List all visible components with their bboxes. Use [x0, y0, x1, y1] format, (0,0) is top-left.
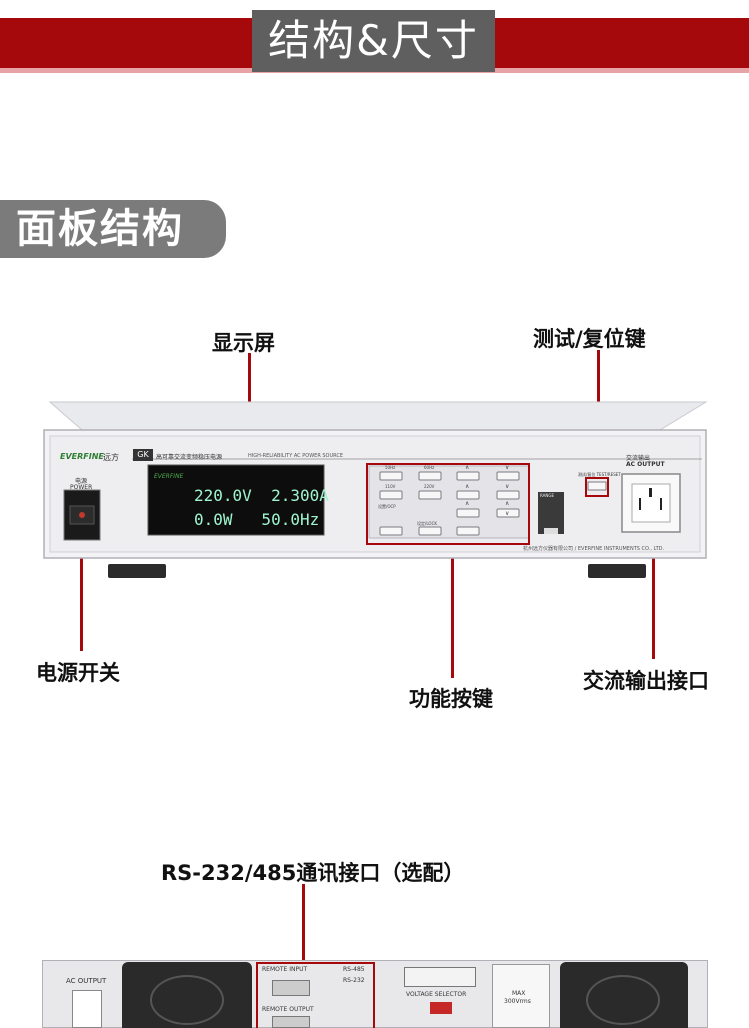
- key-label-60hz: 60Hz: [424, 465, 435, 470]
- key-label-down-1: ∨: [505, 464, 510, 471]
- highlight-rs-interface: [256, 962, 375, 1028]
- device-product-en: HIGH-RELIABILITY AC POWER SOURCE: [248, 453, 344, 459]
- key-label-110v: 110V: [385, 484, 396, 489]
- rear-max-label: MAX: [512, 990, 526, 997]
- rear-ac-output-label: AC OUTPUT: [66, 977, 107, 985]
- rear-remote-input: REMOTE INPUT: [262, 966, 308, 973]
- device-test-reset-label: 测试/复位 TEST/RESET: [578, 472, 621, 477]
- label-power-switch: 电源开关: [36, 661, 120, 685]
- fan-grille-icon: [150, 975, 224, 1025]
- display-reading-top: 220.0V 2.300A: [194, 486, 329, 505]
- key-label-down-3: ∨: [505, 510, 510, 517]
- label-rs-interface: RS-232/485通讯接口（选配）: [161, 861, 465, 885]
- key-label-set-lock: 设定/LOCK: [417, 521, 437, 526]
- label-display: 显示屏: [212, 331, 275, 355]
- device-brand-cn: 远方: [103, 453, 119, 462]
- label-test-reset: 测试/复位键: [533, 327, 646, 351]
- device-brand: EVERFINE: [60, 452, 104, 461]
- section-title: 面板结构: [0, 200, 226, 258]
- leader-line-power: [80, 548, 83, 651]
- device-output-cn: 交流输出: [626, 455, 651, 462]
- device-power-cn: 电源: [75, 478, 88, 485]
- key-label-up-3: ∧: [465, 500, 470, 507]
- rear-voltage-selector-switch[interactable]: [430, 1002, 452, 1014]
- rear-rs485: RS-485: [343, 966, 365, 973]
- key-label-220v: 220V: [424, 484, 435, 489]
- front-panel-device: [42, 398, 708, 578]
- leader-line-ac-output: [652, 531, 655, 659]
- key-label-down-2: ∨: [505, 483, 510, 490]
- highlight-test-reset: [585, 477, 609, 497]
- device-footer: 杭州远方仪器有限公司 / EVERFINE INSTRUMENTS CO., L…: [523, 546, 665, 552]
- label-ac-output: 交流输出接口: [583, 669, 709, 693]
- device-output-en: AC OUTPUT: [626, 461, 665, 468]
- key-label-50hz: 50Hz: [385, 465, 396, 470]
- highlight-function-keys: [366, 463, 530, 545]
- fan-grille-icon: [586, 975, 660, 1025]
- device-product-cn: 高可靠交流变频稳压电源: [156, 454, 223, 461]
- key-label-up-1: ∧: [465, 464, 470, 471]
- device-model-badge: GK: [133, 449, 153, 461]
- rear-remote-output-port: [272, 1016, 310, 1028]
- rear-max-value: 300Vrms: [504, 998, 531, 1005]
- key-label-up-2: ∧: [465, 483, 470, 490]
- device-power-en: POWER: [70, 484, 93, 491]
- rear-remote-input-port: [272, 980, 310, 996]
- rear-remote-output: REMOTE OUTPUT: [262, 1006, 314, 1013]
- rear-ac-socket: [72, 990, 102, 1028]
- leader-line-rs: [302, 884, 305, 964]
- key-label-up-4: ∧: [505, 500, 510, 507]
- page-title: 结构&尺寸: [252, 10, 495, 72]
- key-label-set-ocp: 设置/OCP: [378, 504, 396, 509]
- rear-voltage-selector: VOLTAGE SELECTOR: [406, 991, 467, 998]
- rear-rs232: RS-232: [343, 977, 365, 984]
- display-reading-bottom: 0.0W 50.0Hz: [194, 510, 320, 529]
- display-brand: EVERFINE: [154, 473, 184, 480]
- rear-max-box: [492, 964, 550, 1028]
- rear-voltage-switch-table: [404, 967, 476, 987]
- device-range-label: RANGE: [540, 493, 554, 498]
- leader-line-keys: [451, 545, 454, 678]
- label-function-keys: 功能按键: [409, 687, 493, 711]
